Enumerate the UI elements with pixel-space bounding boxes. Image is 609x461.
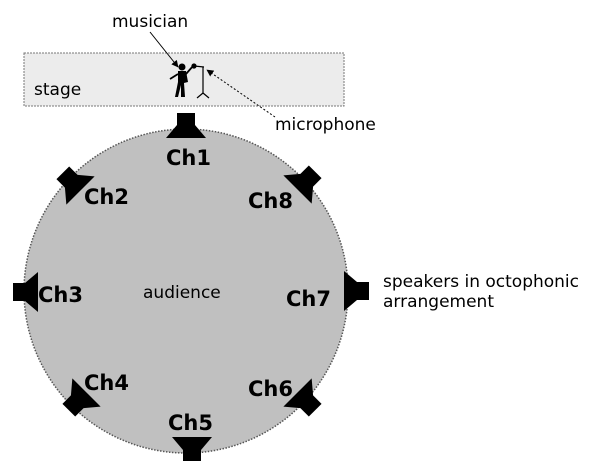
microphone-arrow [206, 69, 276, 118]
speaker-ch2-icon [56, 166, 95, 205]
speaker-ch5-icon [172, 437, 212, 461]
channel-label-ch8: Ch8 [248, 189, 293, 213]
audience-label: audience [143, 283, 221, 303]
microphone-label: microphone [275, 115, 376, 135]
channel-label-ch2: Ch2 [84, 185, 129, 209]
channel-label-ch7: Ch7 [286, 287, 331, 311]
channel-label-ch6: Ch6 [248, 377, 293, 401]
speaker-ch6-icon [283, 378, 322, 417]
channel-label-ch1: Ch1 [166, 146, 211, 170]
speakers-caption-line1: speakers in octophonic [383, 272, 579, 292]
channel-label-ch4: Ch4 [84, 371, 129, 395]
microphone-icon [191, 63, 210, 99]
speaker-ch1-icon [166, 113, 206, 138]
speaker-ch8-icon [283, 165, 322, 204]
speaker-ch4-icon [62, 378, 101, 417]
speaker-ch3-icon [13, 272, 38, 312]
speaker-ch7-icon [344, 271, 369, 311]
musician-label: musician [112, 12, 188, 32]
channel-label-ch3: Ch3 [38, 283, 83, 307]
stage-label: stage [34, 80, 81, 100]
channel-label-ch5: Ch5 [168, 411, 213, 435]
musician-icon [169, 63, 194, 97]
speakers-caption-line2: arrangement [383, 292, 494, 312]
musician-arrow [149, 31, 179, 68]
